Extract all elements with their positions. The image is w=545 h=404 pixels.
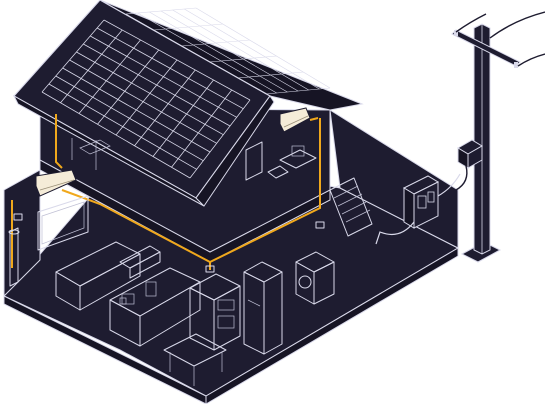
solar-cell-line — [134, 69, 196, 147]
interior-furniture — [8, 138, 373, 386]
solar-cell-line — [237, 71, 304, 79]
solar-cell-line — [181, 39, 250, 47]
solar-cell-line — [60, 29, 123, 104]
solar-cell-line — [171, 89, 233, 168]
solar-cell-line — [160, 10, 299, 92]
upper-air-conditioner-icon — [279, 107, 311, 133]
solar-panel-icon — [41, 19, 251, 179]
solar-cell-line — [115, 59, 178, 136]
solar-cell-line — [184, 8, 320, 90]
utility-pole-icon — [451, 11, 545, 263]
solar-cell-line — [172, 9, 309, 91]
solar-cell-line — [125, 13, 267, 95]
solar-cell-line — [195, 7, 331, 89]
rear-solar-panel-icon — [125, 7, 331, 95]
electric-meter-icon — [375, 173, 461, 245]
solar-cell-line — [78, 39, 141, 114]
solar-cell-line — [97, 49, 160, 125]
solar-cell-line — [265, 87, 331, 95]
solar-cell-line — [137, 12, 277, 94]
solar-cell-line — [125, 7, 197, 15]
solar-cell-line — [209, 55, 277, 63]
solar-cell-line — [189, 99, 251, 179]
solar-cell-line — [152, 79, 214, 157]
solar-cell-line — [41, 19, 105, 93]
solar-cell-line — [153, 23, 223, 31]
solar-cell-line — [149, 11, 288, 93]
air-conditioner-icon — [35, 169, 77, 197]
